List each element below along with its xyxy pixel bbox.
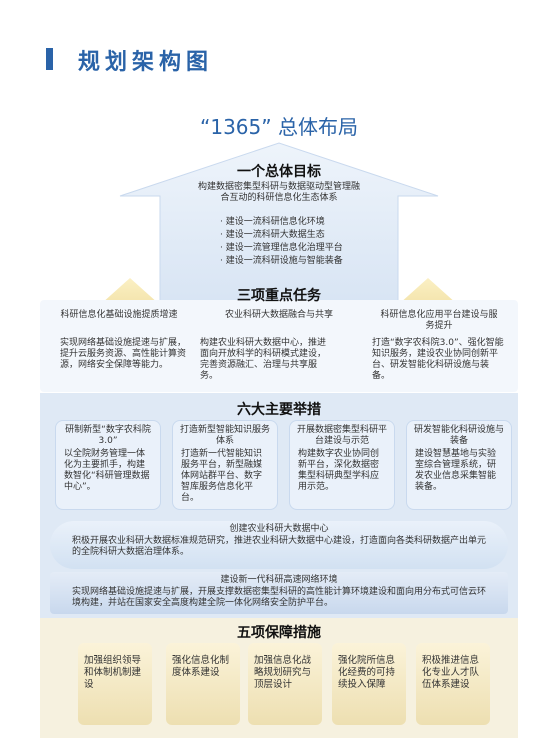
- measure-card-body: 以全院财务管理一体化为主要抓手，构建数智化“科研管理数据中心”。: [64, 449, 150, 492]
- goal-item: · 建设一流科研设施与智能装备: [220, 256, 343, 266]
- goal-heading: 一个总体目标: [237, 164, 321, 180]
- header-accent-bar: [46, 48, 53, 70]
- diagram-title: “1365” 总体布局: [200, 115, 358, 139]
- task-body-3: 打造“数字农科院3.0”、强化智能知识服务，建设农业协同创新平台、研发智能化科研…: [372, 338, 504, 381]
- measure-card-title: 开展数据密集型科研平台建设与示范: [296, 425, 387, 446]
- goal-list: · 建设一流科研信息化环境 · 建设一流科研大数据生态 · 建设一流管理信息化治…: [220, 216, 410, 268]
- goal-item: · 建设一流科研信息化环境: [220, 217, 325, 227]
- measure-card-title: 研发智能化科研设施与装备: [413, 425, 504, 446]
- guarantee-card: 加强信息化战略规划研究与顶层设计: [248, 643, 322, 725]
- band-title: 建设新一代科研高速网络环境: [220, 575, 338, 585]
- goal-subtitle: 构建数据密集型科研与数据驱动型管理融合互动的科研信息化生态体系: [197, 182, 360, 203]
- band-title: 创建农业科研大数据中心: [229, 524, 329, 534]
- page-title: 规划架构图: [78, 50, 214, 75]
- measure-card-title: 研制新型“数字农科院3.0”: [65, 425, 151, 446]
- tasks-panel: [40, 300, 518, 392]
- guarantee-card: 强化院所信息化经费的可持续投入保障: [332, 643, 406, 725]
- measure-card: 开展数据密集型科研平台建设与示范 构建数字农业协同创新平台，深化数据密集型科研典…: [289, 420, 395, 510]
- data-center-band: 创建农业科研大数据中心 积极开展农业科研大数据标准规范研究，推进农业科研大数据中…: [50, 521, 508, 569]
- goal-arrow-shape: [119, 142, 439, 341]
- guarantee-card: 强化信息化制度体系建设: [166, 643, 240, 725]
- measure-card: 研发智能化科研设施与装备 建设智慧基地与实验室综合管理系统，研发农业信息采集智能…: [406, 420, 512, 510]
- task-body-1: 实现网络基础设施提速与扩展，提升云服务资源、高性能计算资源，网络安全保障等能力。: [60, 338, 187, 370]
- task-title-2: 农业科研大数据融合与共享: [224, 310, 333, 320]
- measure-card-body: 打造新一代智能知识服务平台，新型融媒体网站群平台、数字智库服务信息化平台。: [181, 449, 263, 503]
- measure-card: 打造新型智能知识服务体系 打造新一代智能知识服务平台，新型融媒体网站群平台、数字…: [172, 420, 278, 510]
- guarantee-card: 加强组织领导和体制机制建设: [78, 643, 152, 725]
- task-body-2: 构建农业科研大数据中心，推进面向开放科学的科研模式建设，完善资源融汇、治理与共享…: [200, 338, 327, 381]
- measure-card-body: 构建数字农业协同创新平台，深化数据密集型科研典型学科应用示范。: [298, 449, 380, 492]
- network-band: 建设新一代科研高速网络环境 实现网络基础设施提速与扩展，开展支撑数据密集型科研的…: [50, 572, 508, 614]
- measures-heading: 六大主要举措: [237, 402, 321, 418]
- task-title-1: 科研信息化基础设施提质增速: [60, 310, 178, 320]
- band-body: 实现网络基础设施提速与扩展，开展支撑数据密集型科研的高性能计算环境建设和面向用分…: [72, 587, 487, 608]
- guarantees-heading: 五项保障措施: [237, 625, 321, 641]
- guarantee-card: 积极推进信息化专业人才队伍体系建设: [416, 643, 490, 725]
- goal-item: · 建设一流科研大数据生态: [220, 230, 325, 240]
- measure-card: 研制新型“数字农科院3.0” 以全院财务管理一体化为主要抓手，构建数智化“科研管…: [55, 420, 161, 510]
- measure-card-title: 打造新型智能知识服务体系: [179, 425, 270, 446]
- task-title-3: 科研信息化应用平台建设与服务提升: [380, 310, 498, 331]
- measure-card-body: 建设智慧基地与实验室综合管理系统，研发农业信息采集智能装备。: [415, 449, 497, 492]
- tasks-heading: 三项重点任务: [237, 288, 321, 304]
- goal-item: · 建设一流管理信息化治理平台: [220, 243, 343, 253]
- band-body: 积极开展农业科研大数据标准规范研究，推进农业科研大数据中心建设，打造面向各类科研…: [72, 536, 487, 557]
